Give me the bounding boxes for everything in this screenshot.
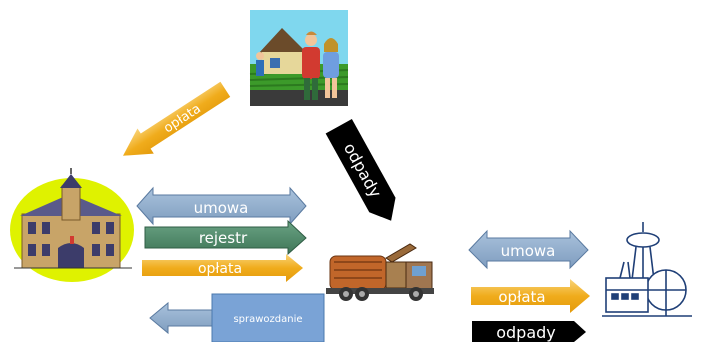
arrow-oplata-top: opłata (123, 81, 231, 156)
arrow-umowa-right: umowa (468, 229, 589, 270)
arrow-umowa-left-label: umowa (194, 199, 249, 217)
arrow-oplata-left: opłata (142, 254, 303, 282)
arrow-sprawozdanie-label: sprawozdanie (233, 314, 302, 325)
arrow-odpady-right: odpady (472, 321, 586, 342)
arrow-umowa-left: umowa (136, 186, 307, 226)
arrow-odpady-top: odpady (325, 118, 396, 221)
arrow-rejestr: rejestr (144, 219, 307, 256)
town-hall-icon (10, 168, 134, 282)
family-house-icon (249, 10, 349, 106)
treatment-plant-icon (602, 222, 692, 317)
arrow-oplata-right: opłata (471, 279, 590, 313)
arrow-odpady-right-label: odpady (496, 323, 556, 342)
garbage-truck-icon (326, 243, 434, 301)
arrow-umowa-right-label: umowa (501, 242, 556, 260)
arrow-oplata-left-label: opłata (198, 261, 242, 277)
arrow-oplata-right-label: opłata (498, 288, 545, 306)
arrow-rejestr-label: rejestr (199, 229, 248, 247)
arrow-sprawozdanie: sprawozdanie (149, 293, 325, 342)
